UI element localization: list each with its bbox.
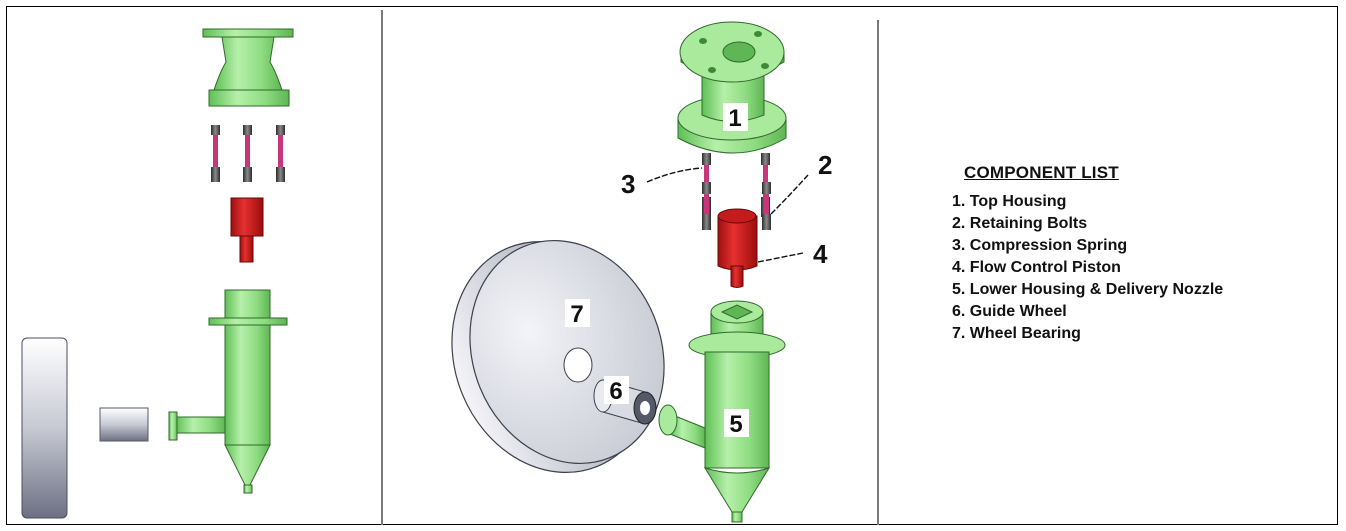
svg-text:1: 1 xyxy=(728,105,741,132)
middle-lower-housing xyxy=(658,300,786,523)
right-divider xyxy=(877,20,879,525)
middle-isometric-view: 1 3 2 4 7 6 5 xyxy=(451,21,832,523)
component-list-item: 4. Flow Control Piston xyxy=(952,259,1121,276)
left-lower-housing xyxy=(168,289,288,494)
leader-line-2 xyxy=(770,174,809,215)
callout-1: 1 xyxy=(723,103,748,132)
callout-7: 7 xyxy=(565,299,590,328)
callout-4: 4 xyxy=(813,239,828,269)
leader-line-3 xyxy=(646,167,703,183)
component-list-title: COMPONENT LIST xyxy=(964,163,1119,182)
leader-line-4 xyxy=(757,252,804,263)
callout-5: 5 xyxy=(724,409,749,438)
callout-2: 2 xyxy=(818,150,832,180)
svg-text:6: 6 xyxy=(609,378,622,405)
component-list-item: 2. Retaining Bolts xyxy=(952,215,1088,232)
left-piston xyxy=(230,197,264,263)
callout-3: 3 xyxy=(621,169,635,199)
component-list-item: 7. Wheel Bearing xyxy=(952,325,1081,342)
component-list: COMPONENT LIST 1. Top Housing 2. Retaini… xyxy=(952,163,1223,345)
component-list-item: 5. Lower Housing & Delivery Nozzle xyxy=(952,281,1224,298)
callout-6: 6 xyxy=(604,376,629,405)
left-bolts xyxy=(211,125,285,182)
middle-piston xyxy=(717,208,758,288)
middle-top-housing xyxy=(677,21,787,154)
left-side-view xyxy=(21,28,294,519)
middle-wheel-bearing xyxy=(451,239,665,474)
svg-text:7: 7 xyxy=(570,301,583,328)
left-divider xyxy=(381,10,383,525)
left-guide-wheel xyxy=(99,407,149,442)
left-wheel-bearing xyxy=(21,337,68,519)
middle-bolts xyxy=(702,153,771,230)
svg-text:5: 5 xyxy=(729,411,742,438)
component-list-item: 6. Guide Wheel xyxy=(952,303,1067,320)
left-top-housing xyxy=(202,28,294,107)
component-list-item: 3. Compression Spring xyxy=(952,237,1128,254)
component-list-item: 1. Top Housing xyxy=(952,193,1067,210)
